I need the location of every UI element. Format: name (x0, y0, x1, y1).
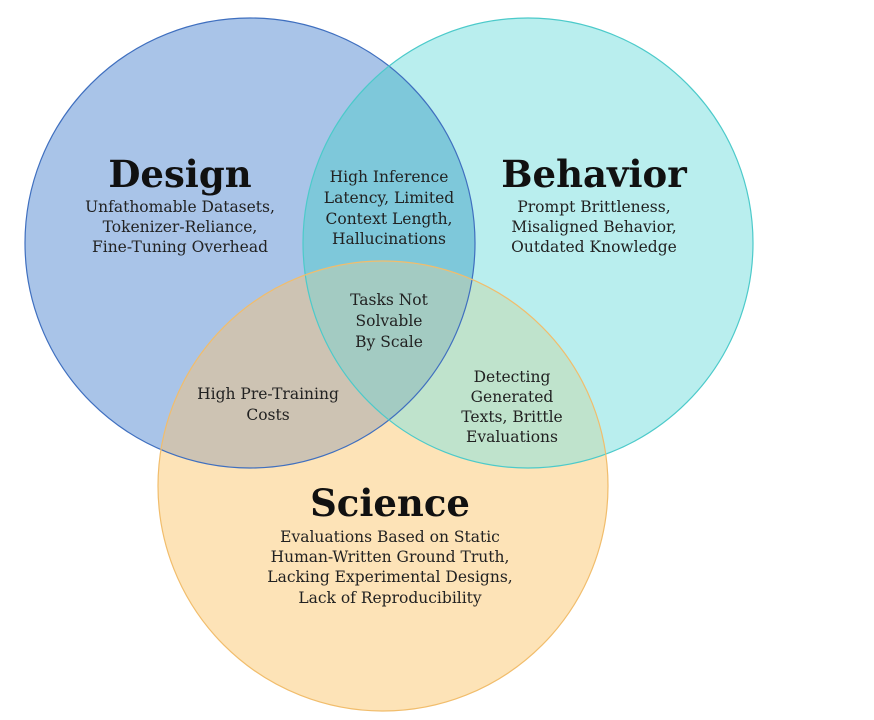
overlap-item: By Scale (355, 333, 423, 351)
overlap-item: Latency, Limited (324, 189, 454, 207)
science-item: Lack of Reproducibility (298, 589, 482, 607)
design-outline (24, 17, 476, 469)
overlap-behavior-science-text: Detecting Generated Texts, Brittle Evalu… (461, 368, 562, 446)
science-item: Lacking Experimental Designs, (267, 568, 512, 586)
behavior-items: Prompt Brittleness, Misaligned Behavior,… (511, 198, 677, 256)
overlap-item: Solvable (356, 312, 423, 330)
design-title: Design (108, 152, 251, 196)
behavior-item: Misaligned Behavior, (511, 218, 676, 236)
overlap-item: Generated (471, 388, 554, 406)
behavior-outline (302, 17, 754, 469)
science-title: Science (310, 481, 470, 525)
behavior-item: Prompt Brittleness, (517, 198, 670, 216)
science-items: Evaluations Based on Static Human-Writte… (267, 528, 512, 607)
overlap-item: Evaluations (466, 428, 558, 446)
overlap-item: High Inference (330, 168, 449, 186)
overlap-item: Texts, Brittle (461, 408, 562, 426)
overlap-item: Detecting (474, 368, 551, 386)
design-item: Tokenizer-Reliance, (103, 218, 258, 236)
overlap-all-text: Tasks Not Solvable By Scale (350, 291, 428, 351)
design-item: Fine-Tuning Overhead (92, 238, 268, 256)
overlap-design-science-text: High Pre-Training Costs (197, 385, 339, 424)
overlap-item: Hallucinations (332, 230, 446, 248)
overlap-item: Context Length, (326, 210, 453, 228)
design-item: Unfathomable Datasets, (85, 198, 275, 216)
design-items: Unfathomable Datasets, Tokenizer-Relianc… (85, 198, 275, 256)
science-item: Human-Written Ground Truth, (271, 548, 510, 566)
overlap-behavior-science-region (303, 261, 608, 468)
behavior-item: Outdated Knowledge (511, 238, 677, 256)
overlap-item: Tasks Not (350, 291, 428, 309)
overlap-design-science-region (158, 261, 475, 468)
overlap-item: Costs (246, 406, 289, 424)
overlap-item: High Pre-Training (197, 385, 339, 403)
behavior-title: Behavior (501, 152, 687, 196)
science-outline (157, 260, 609, 712)
science-item: Evaluations Based on Static (280, 528, 500, 546)
overlap-design-behavior-text: High Inference Latency, Limited Context … (324, 168, 454, 248)
